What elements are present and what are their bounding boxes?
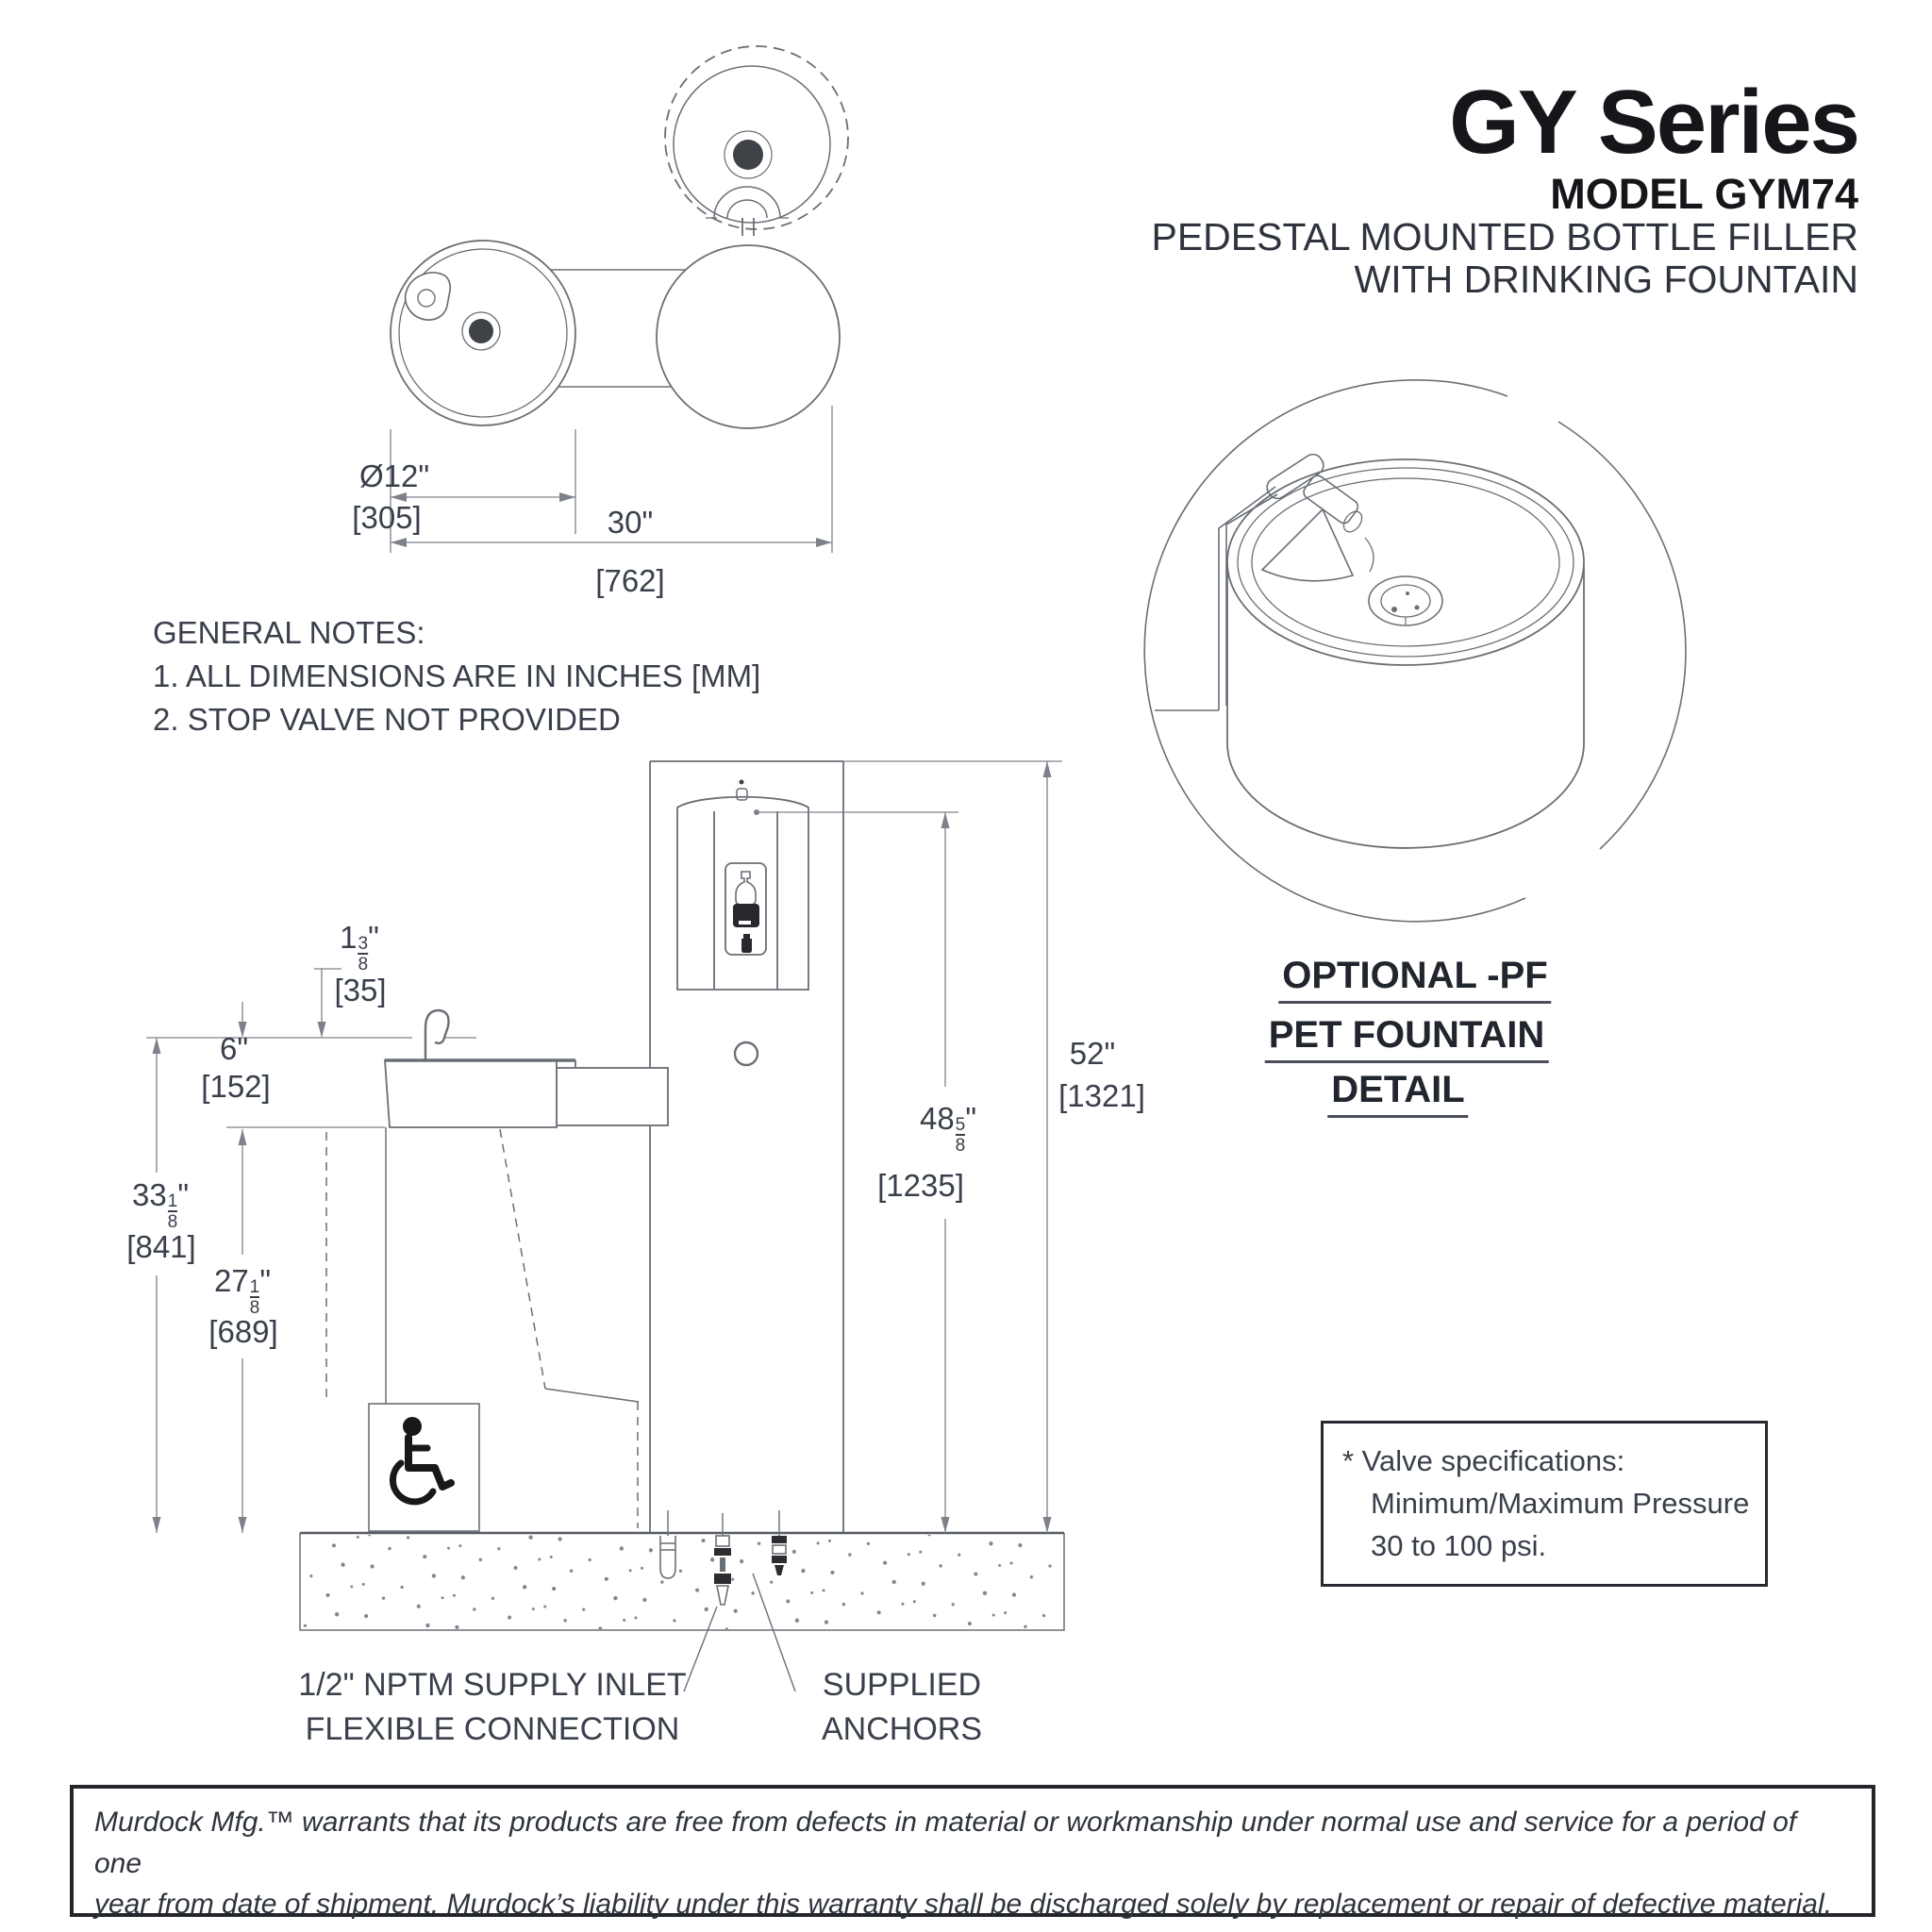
dim-bowl-depth-mm: [152] — [201, 1069, 271, 1104]
warranty-line1: Murdock Mfg.™ warrants that its products… — [94, 1807, 1797, 1879]
elevation-dimension-lines — [146, 760, 1062, 1533]
bottle-filler-panel-icons — [733, 871, 759, 953]
product-subtitle-1: PEDESTAL MOUNTED BOTTLE FILLER — [1151, 215, 1858, 259]
dim-filler-height-mm: [1235] — [877, 1168, 964, 1203]
anchors-leader-line — [752, 1573, 796, 1692]
general-notes-title: GENERAL NOTES: — [153, 615, 425, 650]
note-item-2: 2. STOP VALVE NOT PROVIDED — [153, 702, 621, 738]
dim-bowl-diameter-mm: [305] — [352, 500, 422, 535]
warranty-text: Murdock Mfg.™ warrants that its products… — [70, 1785, 1875, 1932]
detail-caption-line2: PET FOUNTAIN — [1264, 1014, 1549, 1063]
elevation-dimension-arrows — [152, 761, 1052, 1533]
model-number: MODEL GYM74 — [1550, 170, 1858, 218]
top-view-fixtures — [404, 130, 773, 351]
dim-bowl-height-mm: [841] — [126, 1229, 196, 1264]
top-view-dimension-lines — [390, 406, 833, 553]
general-notes: GENERAL NOTES: 1. ALL DIMENSIONS ARE IN … — [153, 611, 760, 742]
pet-fountain-detail-drawing — [1143, 379, 1687, 923]
concrete-hatch — [299, 1531, 1065, 1631]
detail-caption-line3: DETAIL — [1327, 1069, 1469, 1118]
detail-caption-line1: OPTIONAL -PF — [1278, 955, 1552, 1004]
valve-note-line3: 30 to 100 psi. — [1371, 1528, 1547, 1562]
dim-overall-width-mm: [762] — [595, 563, 665, 598]
valve-note-line2: Minimum/Maximum Pressure — [1371, 1486, 1750, 1520]
top-view-drawing — [390, 45, 849, 429]
warranty-line2: year from date of shipment. Murdock’s li… — [94, 1889, 1832, 1920]
supplied-anchor — [772, 1510, 787, 1575]
elevation-drawing — [649, 760, 844, 1533]
supply-leader-line — [683, 1606, 718, 1692]
bubbler-icon — [404, 272, 452, 321]
dim-overall-height-mm: [1321] — [1058, 1078, 1145, 1113]
push-button — [733, 1041, 759, 1067]
top-view-dimension-arrows — [391, 492, 832, 547]
bottle-icon — [735, 871, 757, 906]
accessibility-sign — [368, 1403, 480, 1532]
note-item-1: 1. ALL DIMENSIONS ARE IN INCHES [MM] — [153, 658, 761, 694]
dim-bubbler-height-mm: [35] — [334, 973, 387, 1008]
wheelchair-icon — [389, 1417, 455, 1506]
dim-bowl-diameter: Ø12" — [358, 458, 430, 493]
dim-lower-height-mm: [689] — [208, 1314, 278, 1349]
dim-bowl-depth: 6" — [219, 1031, 249, 1066]
valve-note-line1: * Valve specifications: — [1342, 1444, 1625, 1477]
bubbler-icon-elevation — [424, 1008, 450, 1060]
series-title: GY Series — [1449, 72, 1860, 173]
supply-callout: 1/2" NPTM SUPPLY INLET FLEXIBLE CONNECTI… — [298, 1667, 687, 1747]
pet-faucet — [1260, 453, 1374, 582]
drain-detail — [1368, 575, 1443, 626]
supply-fitting — [714, 1535, 731, 1606]
dim-overall-width: 30" — [607, 505, 654, 540]
dim-overall-height: 52" — [1069, 1036, 1116, 1071]
fountain-bowl — [384, 1008, 669, 1128]
valve-spec-note: * Valve specifications: Minimum/Maximum … — [1321, 1421, 1768, 1587]
anchor-hardware — [659, 1510, 796, 1692]
product-subtitle-2: WITH DRINKING FOUNTAIN — [1354, 258, 1858, 302]
title-block: GY Series MODEL GYM74 PEDESTAL MOUNTED B… — [915, 72, 1860, 302]
small-bottle-icon — [741, 934, 752, 953]
water-dispenser-plan — [733, 140, 763, 170]
bubbler-head — [469, 319, 493, 343]
warranty-line3: provided Murdock™ is notified in writing… — [94, 1925, 1849, 1932]
anchors-callout: SUPPLIED ANCHORS — [821, 1667, 983, 1747]
